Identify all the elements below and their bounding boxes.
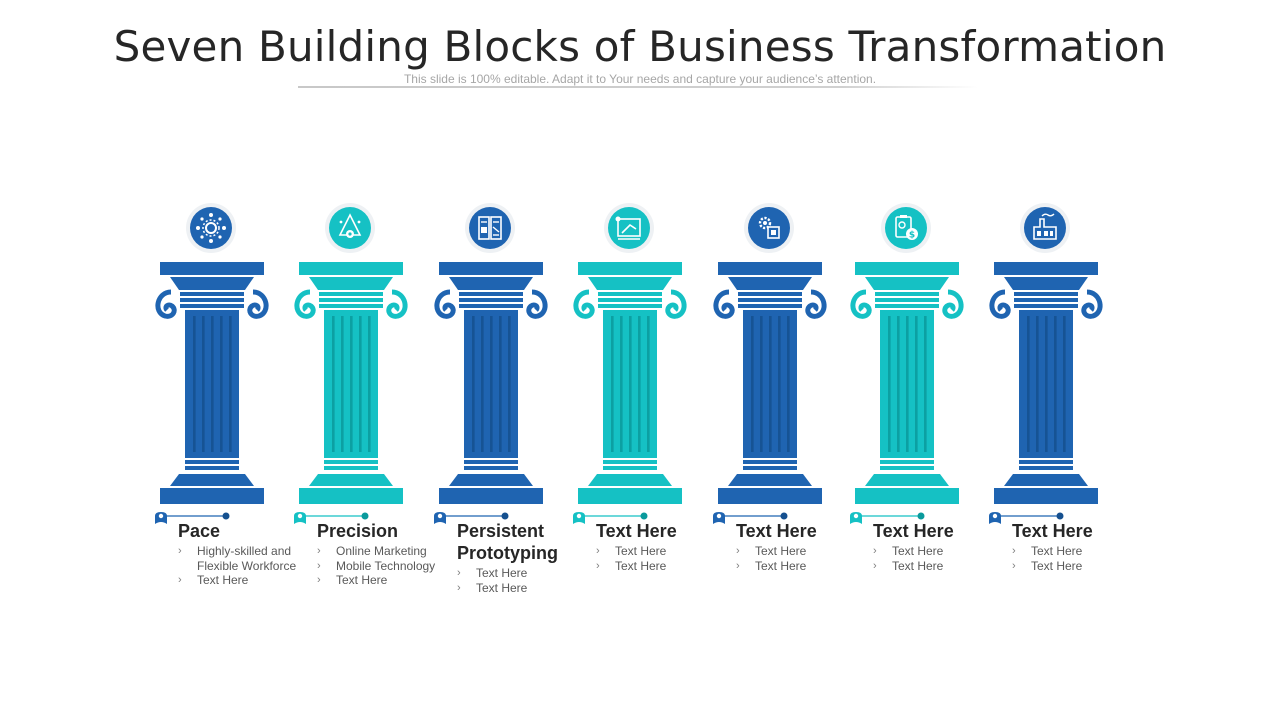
bullet-arrow-icon: › <box>1012 559 1016 572</box>
bullet-arrow-icon: › <box>1012 545 1016 557</box>
gear-chip-icon <box>744 203 794 253</box>
svg-text:$: $ <box>909 231 915 241</box>
pillar-heading: Text Here <box>736 521 817 541</box>
pillar-heading: Text Here <box>596 521 677 541</box>
pillar-bullet-list: › Online Marketing › Mobile Technology › Text… <box>317 544 442 588</box>
pillar-bullet-text: Text Here <box>615 558 667 573</box>
pillar-bullet: › Text Here <box>457 566 575 581</box>
bullet-arrow-icon: › <box>178 545 182 557</box>
pillar-bullet-list: › Text Here › Text Here <box>873 544 998 573</box>
pillar-connector <box>573 510 653 526</box>
bullet-arrow-icon: › <box>317 574 321 586</box>
documents-icon <box>465 203 515 253</box>
pillar-bullet-list: › Text Here › Text Here <box>596 544 721 573</box>
pyramid-gear-icon <box>325 203 375 253</box>
pillar-bullet-list: › Text Here › Text Here <box>457 566 575 595</box>
pillar-bullet: › Mobile Technology <box>317 559 442 574</box>
pillar-bullet-text: Text Here <box>476 580 528 595</box>
pillar-bullet-text: Text Here <box>615 544 667 558</box>
pillar-connector <box>713 510 793 526</box>
pillar-heading: Precision <box>317 521 399 541</box>
pillar-2 <box>294 200 414 530</box>
slide-title: Seven Building Blocks of Business Transf… <box>113 22 1167 71</box>
clipboard-dollar-icon: $ <box>881 203 931 253</box>
pillar-connector <box>434 510 514 526</box>
pillar-label-block: Precision › Online Marketing › Mobile Techno… <box>317 520 442 588</box>
pillar-bullet: › Text Here <box>873 559 998 574</box>
bullet-arrow-icon: › <box>457 567 461 579</box>
bullet-arrow-icon: › <box>736 545 740 557</box>
bullet-arrow-icon: › <box>873 559 877 572</box>
factory-icon <box>1020 203 1070 253</box>
pillar-bullet: › Text Here <box>317 573 442 588</box>
pillar-bullet-text: Text Here <box>1031 558 1083 573</box>
pillar-bullet: › Text Here <box>1012 559 1137 574</box>
network-gear-icon <box>186 203 236 253</box>
pillar-bullet: › Text Here <box>736 559 861 574</box>
pillar-6: $ <box>850 200 970 530</box>
pillar-4 <box>573 200 693 530</box>
pillar-label-block: Text Here › Text Here › Text Here <box>596 520 721 573</box>
pillar-label-block: Text Here › Text Here › Text Here <box>736 520 861 573</box>
pillar-bullet-text: Text Here <box>892 558 944 573</box>
pillar-bullet-text: Text Here <box>336 573 388 587</box>
bullet-arrow-icon: › <box>317 545 321 557</box>
pillar-heading: Pace <box>178 521 221 541</box>
pillar-5 <box>713 200 833 530</box>
pillar-bullet-text: Text Here <box>755 544 807 558</box>
pillar-bullet: › Text Here <box>873 544 998 559</box>
pillar-bullet: › Text Here <box>736 544 861 559</box>
pillar-heading: Text Here <box>873 521 954 541</box>
pillar-bullet: › Text Here <box>178 573 303 588</box>
blueprint-icon <box>604 203 654 253</box>
pillar-label-block: Pace › Highly-skilled and Flexible Workfor… <box>178 520 303 588</box>
pillar-bullet-text: Text Here <box>755 558 807 573</box>
pillar-bullet-text: Text Here <box>892 544 944 558</box>
pillar-connector <box>850 510 930 526</box>
pillar-label-block: Persistent Prototyping › Text Here › Text He… <box>457 520 575 595</box>
bullet-arrow-icon: › <box>873 545 877 557</box>
pillar-bullet: › Text Here <box>596 544 721 559</box>
pillar-bullet-text: Text Here <box>197 573 249 587</box>
pillar-label-block: Text Here › Text Here › Text Here <box>873 520 998 573</box>
bullet-arrow-icon: › <box>596 545 600 557</box>
pillar-bullet-text: Text Here <box>1031 544 1083 558</box>
bullet-arrow-icon: › <box>457 581 461 594</box>
pillar-bullet-list: › Text Here › Text Here <box>736 544 861 573</box>
pillar-bullet-list: › Highly-skilled and Flexible Workforce › T… <box>178 544 303 588</box>
pillar-bullet-text: Mobile Technology <box>336 558 436 573</box>
pillar-bullet-text: Online Marketing <box>336 544 427 558</box>
pillar-heading: Persistent Prototyping <box>457 521 558 563</box>
title-underline <box>298 86 978 88</box>
pillar-bullet-list: › Text Here › Text Here <box>1012 544 1137 573</box>
pillar-connector <box>989 510 1069 526</box>
pillar-bullet: › Highly-skilled and Flexible Workforce <box>178 544 303 573</box>
pillar-heading: Text Here <box>1012 521 1093 541</box>
pillar-bullet: › Text Here <box>1012 544 1137 559</box>
slide-subtitle: This slide is 100% editable. Adapt it to… <box>403 72 877 86</box>
pillar-label-block: Text Here › Text Here › Text Here <box>1012 520 1137 573</box>
bullet-arrow-icon: › <box>596 559 600 572</box>
pillar-bullet: › Text Here <box>596 559 721 574</box>
bullet-arrow-icon: › <box>178 574 182 586</box>
pillar-7 <box>989 200 1109 530</box>
pillar-connector <box>294 510 374 526</box>
pillar-bullet: › Text Here <box>457 581 575 596</box>
bullet-arrow-icon: › <box>736 559 740 572</box>
pillar-connector <box>155 510 235 526</box>
pillar-bullet-text: Highly-skilled and Flexible Workforce <box>197 544 297 573</box>
pillar-1 <box>155 200 275 530</box>
pillar-bullet: › Online Marketing <box>317 544 442 559</box>
bullet-arrow-icon: › <box>317 559 321 572</box>
pillar-3 <box>434 200 554 530</box>
pillar-bullet-text: Text Here <box>476 566 528 580</box>
